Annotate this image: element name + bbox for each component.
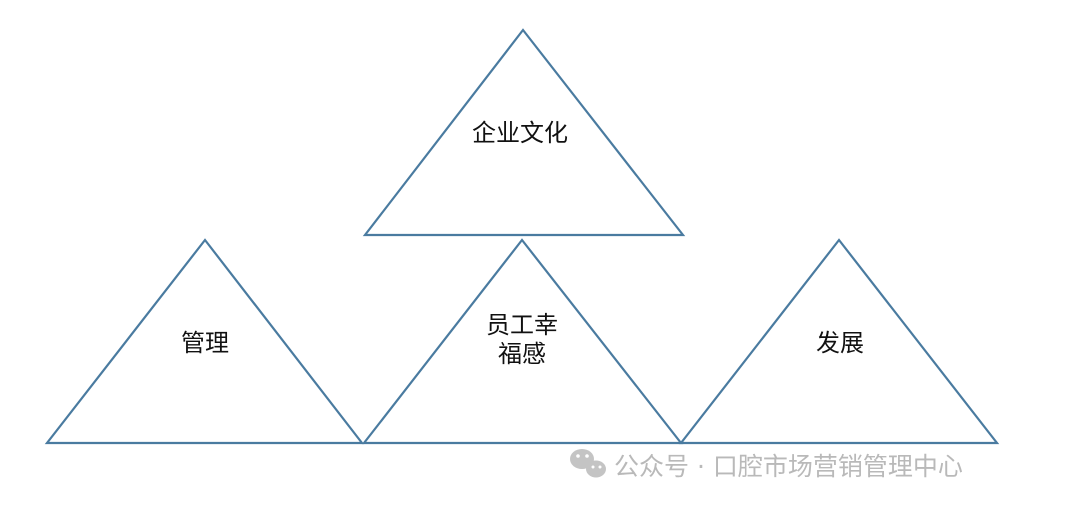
triangle-middle-label-line-1: 员工幸: [486, 311, 558, 339]
triangle-left-label: 管理: [181, 329, 229, 357]
triangle-left-shape: [44, 238, 365, 445]
triangle-right-shape: [678, 238, 1000, 445]
triangle-top-label: 企业文化: [472, 119, 568, 147]
triangle-top: 企业文化: [362, 28, 686, 237]
triangle-middle-label-line-2: 福感: [498, 340, 546, 368]
triangle-middle-shape: [361, 238, 684, 445]
watermark-text: 公众号 · 口腔市场营销管理中心: [614, 452, 963, 481]
triangle-right: 发展: [678, 238, 1000, 445]
wechat-icon: [570, 449, 606, 478]
triangle-top-shape: [362, 28, 686, 237]
triangle-middle: 员工幸 福感: [361, 238, 684, 445]
triangle-right-label: 发展: [816, 329, 864, 357]
watermark: 公众号 · 口腔市场营销管理中心: [570, 449, 963, 481]
triangle-left: 管理: [44, 238, 365, 445]
